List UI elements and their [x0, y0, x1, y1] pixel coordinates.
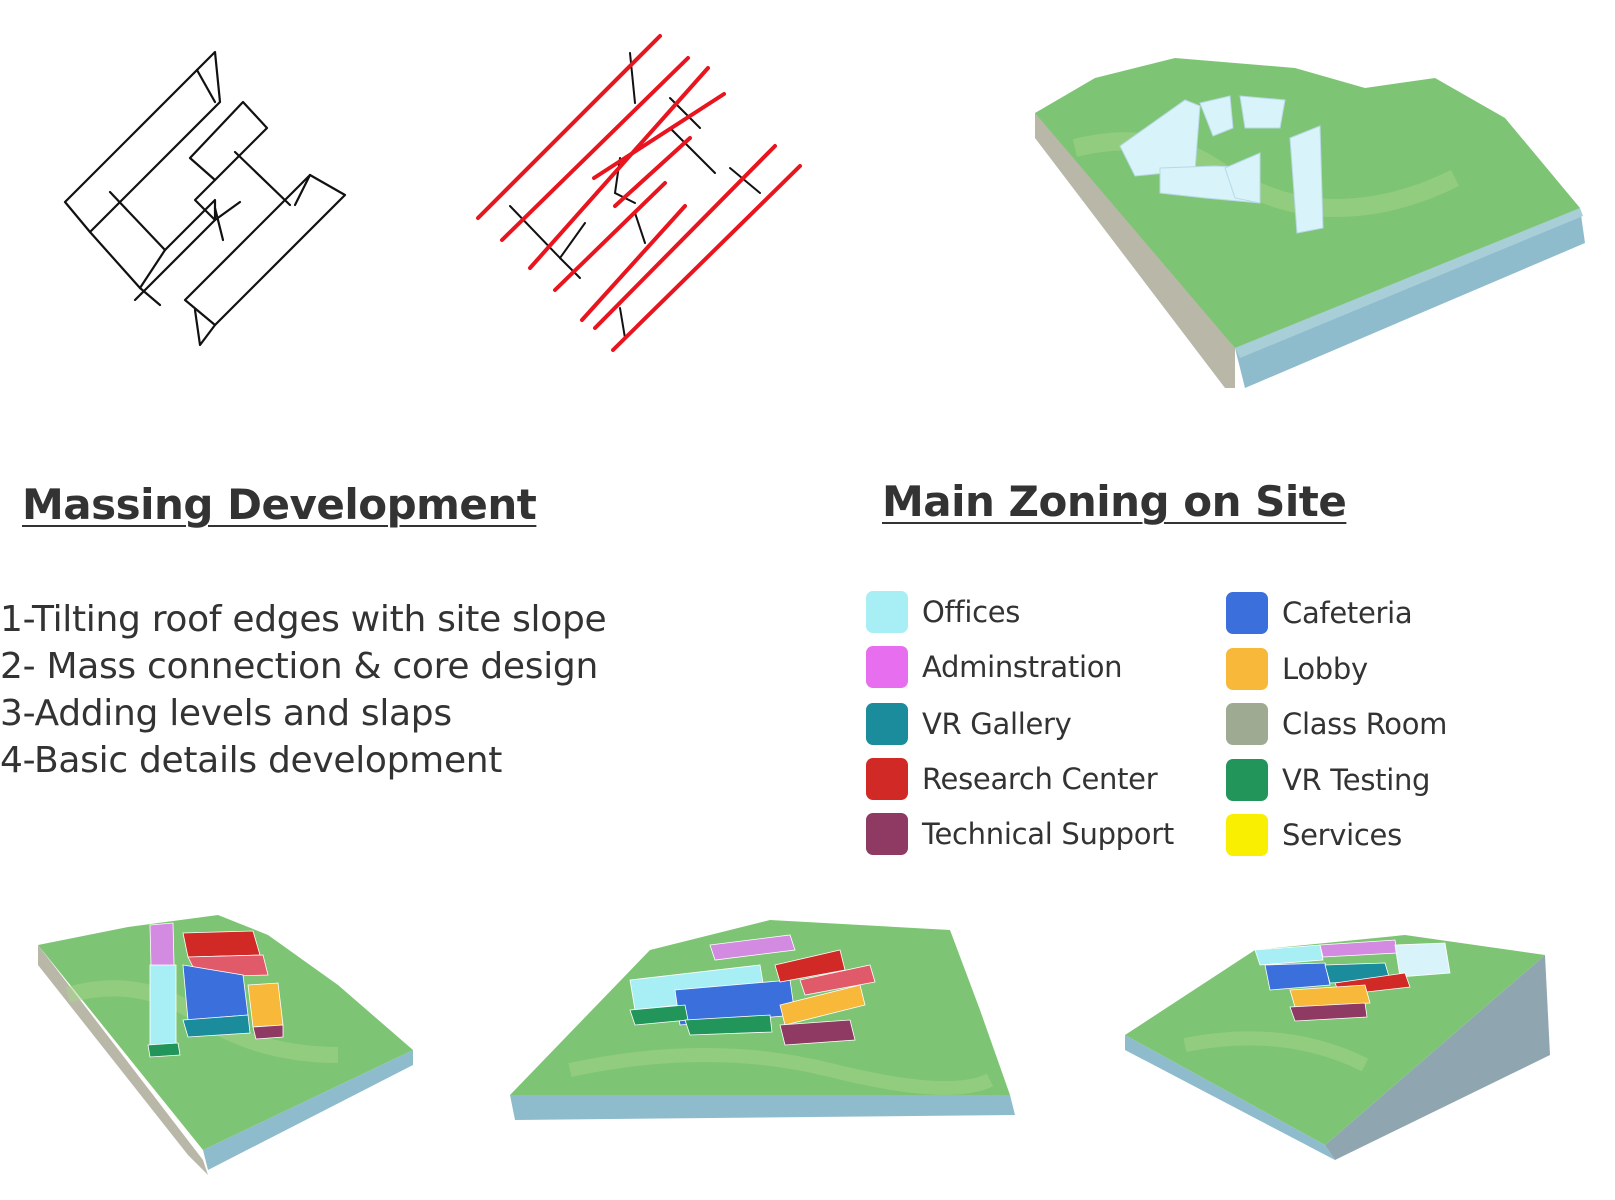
legend-label: VR Testing: [1282, 763, 1431, 797]
site-model-zoning-3: [1125, 935, 1550, 1160]
massing-step: 1-Tilting roof edges with site slope: [0, 599, 607, 640]
legend-label: Adminstration: [922, 650, 1123, 684]
legend-swatch: [1226, 592, 1268, 634]
legend-label: Class Room: [1282, 707, 1448, 741]
legend-label: Cafeteria: [1282, 596, 1413, 630]
legend-swatch: [1226, 703, 1268, 745]
legend-swatch: [1226, 814, 1268, 856]
legend-item: VR Gallery: [866, 702, 1072, 746]
site-model-zoning-1: [38, 915, 413, 1175]
legend-swatch: [866, 813, 908, 855]
legend-item: Research Center: [866, 757, 1158, 801]
legend-label: Offices: [922, 595, 1021, 629]
legend-label: Research Center: [922, 762, 1158, 796]
legend-item: Technical Support: [866, 812, 1174, 856]
massing-title: Massing Development: [22, 480, 537, 529]
massing-step: 4-Basic details development: [0, 740, 503, 781]
legend-item: Offices: [866, 590, 1020, 634]
legend-item: Adminstration: [866, 645, 1123, 689]
massing-sketch: [63, 50, 347, 347]
legend-swatch: [866, 758, 908, 800]
legend-label: Services: [1282, 818, 1402, 852]
legend-swatch: [1226, 648, 1268, 690]
axis-sketch: [476, 34, 802, 352]
massing-step: 2- Mass connection & core design: [0, 646, 598, 687]
zoning-title: Main Zoning on Site: [882, 477, 1347, 526]
legend-swatch: [866, 591, 908, 633]
legend-item: Services: [1226, 813, 1402, 857]
legend-item: VR Testing: [1226, 758, 1430, 802]
legend-swatch: [866, 646, 908, 688]
massing-steps: 1-Tilting roof edges with site slope 2- …: [0, 596, 607, 784]
legend-swatch: [1226, 759, 1268, 801]
site-model-zoning-2: [510, 920, 1015, 1120]
massing-step: 3-Adding levels and slaps: [0, 693, 452, 734]
legend-label: Lobby: [1282, 652, 1368, 686]
site-model-massing: [1035, 58, 1585, 388]
legend-item: Lobby: [1226, 647, 1368, 691]
legend-item: Cafeteria: [1226, 591, 1413, 635]
legend-label: Technical Support: [922, 817, 1174, 851]
legend-label: VR Gallery: [922, 707, 1072, 741]
legend-item: Class Room: [1226, 702, 1447, 746]
legend-swatch: [866, 703, 908, 745]
